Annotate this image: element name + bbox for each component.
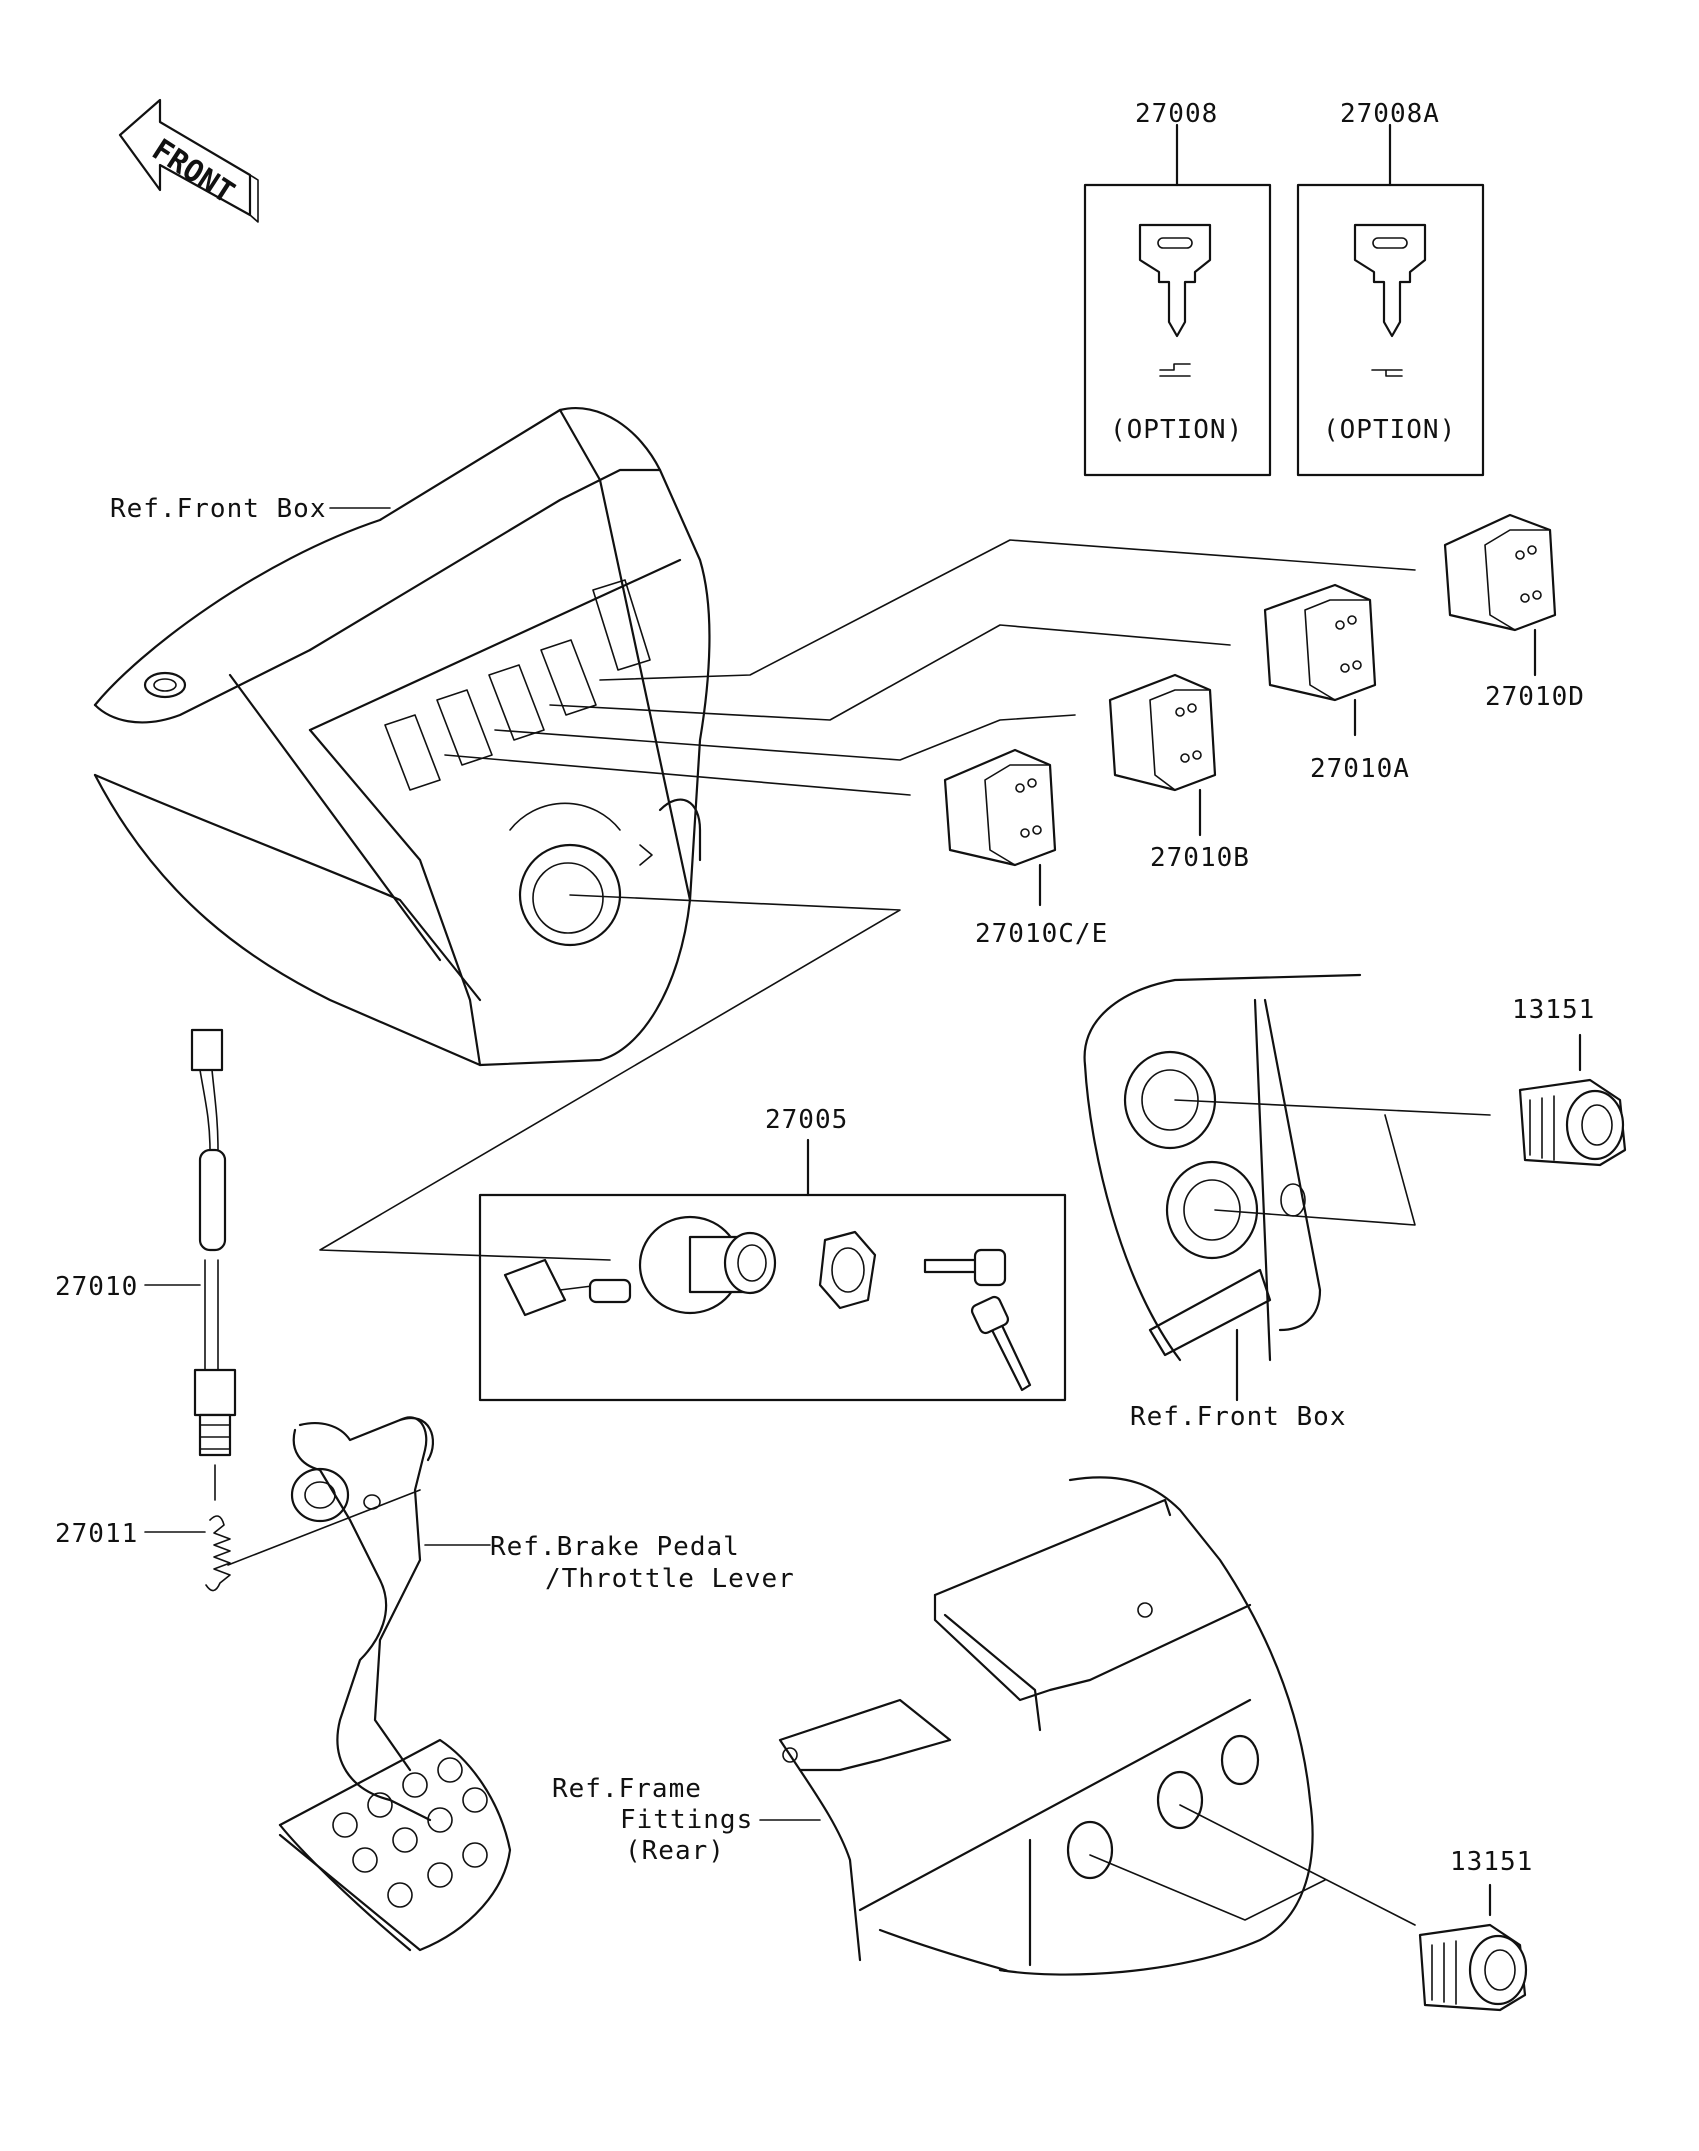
part-number-27005: 27005: [765, 1105, 848, 1135]
leader-socket-upper: [1174, 1099, 1491, 1116]
ref-front-box-top: Ref.Front Box: [110, 494, 327, 524]
spring-27011: [205, 1489, 421, 1592]
part-number-27010B: 27010B: [1150, 843, 1250, 873]
leader-socket-lower: [1214, 1114, 1416, 1226]
part-number-27010: 27010: [55, 1272, 138, 1302]
power-socket-13151-bottom: [1418, 1883, 1528, 2012]
ref-brake-pedal-line2: /Throttle Lever: [545, 1564, 795, 1594]
part-number-27008A: 27008A: [1340, 99, 1440, 129]
option-label-right: (OPTION): [1323, 415, 1456, 445]
leader-frame-socket-a: [1089, 1854, 1326, 1921]
front-box-dashboard: [93, 407, 711, 1067]
leader-lines-switches: [319, 539, 1416, 1261]
ref-brake-pedal-line1: Ref.Brake Pedal: [490, 1532, 740, 1562]
rocker-switch-27010A: [1263, 583, 1377, 737]
rocker-switch-27010B: [1108, 673, 1217, 837]
part-number-13151-bottom: 13151: [1450, 1847, 1533, 1877]
rocker-switch-27010CE: [943, 748, 1057, 907]
frame-fittings-rear: [778, 1476, 1314, 1976]
rocker-switch-27010D: [1443, 513, 1557, 677]
option-label-left: (OPTION): [1110, 415, 1243, 445]
part-number-13151-top: 13151: [1512, 995, 1595, 1025]
ref-frame-line3: (Rear): [625, 1836, 725, 1866]
ignition-switch-box-27005: [478, 1138, 1067, 1402]
key-option-box-27008: (OPTION): [1083, 123, 1272, 477]
leader-frame-socket-b: [1179, 1804, 1416, 1926]
ref-frame-line2: Fittings: [620, 1805, 753, 1835]
part-number-27011: 27011: [55, 1519, 138, 1549]
part-number-27010D: 27010D: [1485, 682, 1585, 712]
part-number-27010CE: 27010C/E: [975, 919, 1108, 949]
front-direction-arrow: FRONT: [118, 98, 259, 223]
power-socket-13151-top: [1518, 1033, 1627, 1167]
brake-pedal: [278, 1416, 512, 1952]
front-box-right-sockets: [1083, 973, 1362, 1402]
part-number-27008: 27008: [1135, 99, 1218, 129]
brake-switch-27010: [190, 1028, 237, 1501]
ref-frame-line1: Ref.Frame: [552, 1774, 702, 1804]
part-number-27010A: 27010A: [1310, 754, 1410, 784]
key-option-box-27008A: (OPTION): [1296, 123, 1485, 477]
ref-front-box-right: Ref.Front Box: [1130, 1402, 1347, 1432]
